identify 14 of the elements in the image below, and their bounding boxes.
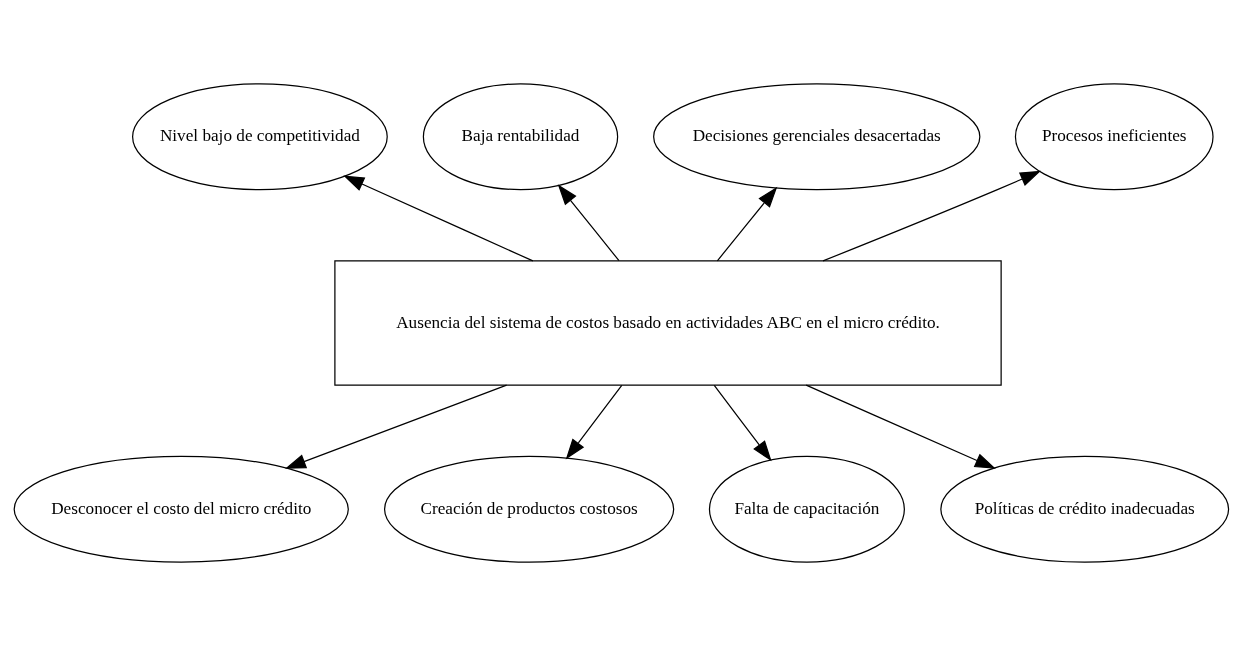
node-box: Ausencia del sistema de costos basado en actividades ABC en el micro crédito. bbox=[334, 260, 1002, 386]
node-ellipse: Procesos ineficientes bbox=[1014, 83, 1214, 191]
node-ellipse: Creación de productos costosos bbox=[383, 455, 675, 563]
arrow bbox=[565, 384, 623, 460]
arrow bbox=[284, 384, 508, 469]
node-ellipse: Decisiones gerenciales desacertadas bbox=[653, 83, 981, 191]
arrow bbox=[343, 175, 534, 262]
arrow bbox=[713, 384, 772, 462]
node-ellipse: Falta de capacitación bbox=[708, 455, 905, 563]
arrow bbox=[716, 186, 778, 262]
arrow bbox=[805, 384, 996, 469]
arrow bbox=[822, 170, 1042, 262]
node-ellipse: Baja rentabilidad bbox=[422, 83, 619, 191]
arrow bbox=[557, 184, 620, 262]
